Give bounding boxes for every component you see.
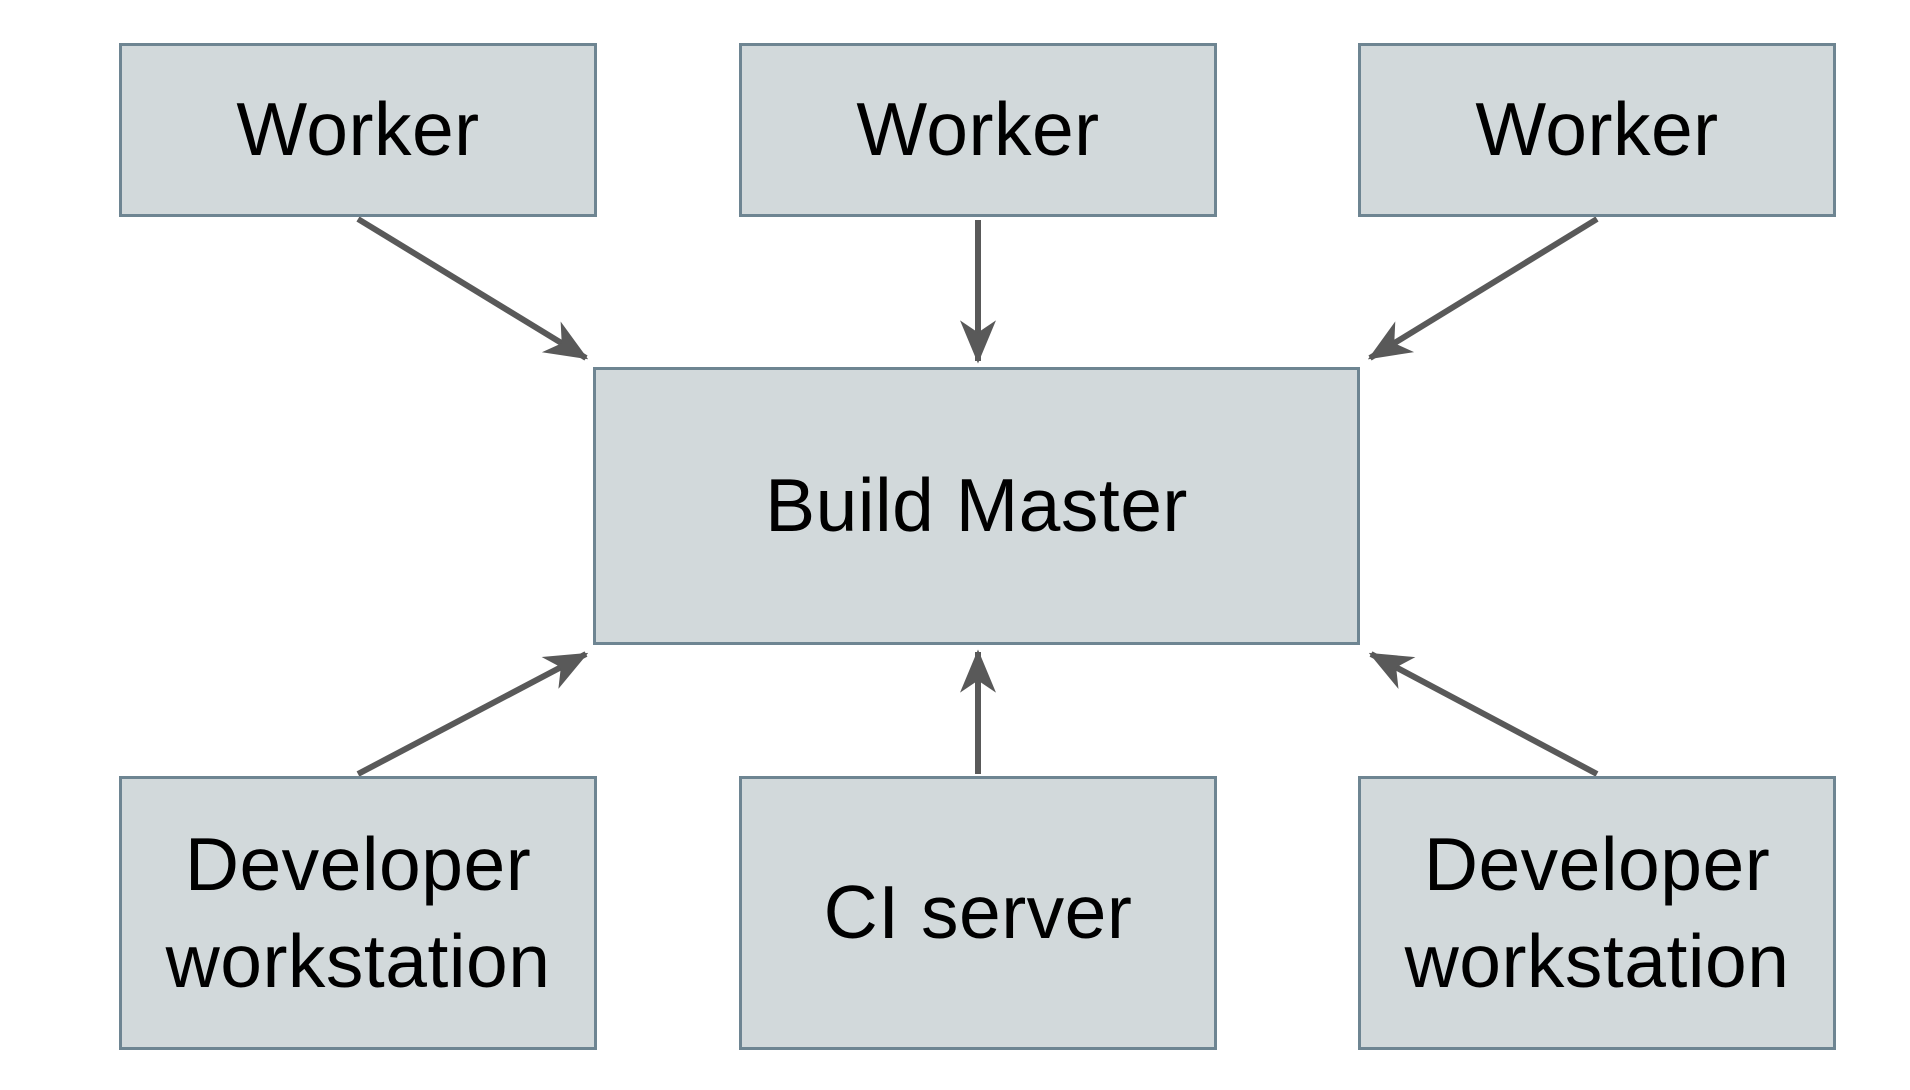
node-worker-3-label: Worker (1475, 87, 1719, 172)
node-worker-2-label: Worker (856, 87, 1100, 172)
node-build-master-label: Build Master (765, 463, 1188, 548)
node-developer-workstation-1-label: Developer workstation (165, 821, 551, 1004)
node-worker-3: Worker (1358, 43, 1836, 217)
arrow-devworkstation1-to-buildmaster (356, 651, 589, 777)
arrow-worker1-to-buildmaster (356, 216, 589, 361)
node-developer-workstation-2-label: Developer workstation (1404, 821, 1790, 1004)
node-developer-workstation-1: Developer workstation (119, 776, 597, 1050)
arrow-worker3-to-buildmaster (1367, 216, 1599, 361)
node-build-master: Build Master (593, 367, 1360, 645)
node-worker-2: Worker (739, 43, 1217, 217)
node-ci-server-label: CI server (823, 870, 1133, 955)
node-worker-1-label: Worker (236, 87, 480, 172)
node-ci-server: CI server (739, 776, 1217, 1050)
arrow-devworkstation2-to-buildmaster (1368, 651, 1599, 777)
node-developer-workstation-2: Developer workstation (1358, 776, 1836, 1050)
node-worker-1: Worker (119, 43, 597, 217)
